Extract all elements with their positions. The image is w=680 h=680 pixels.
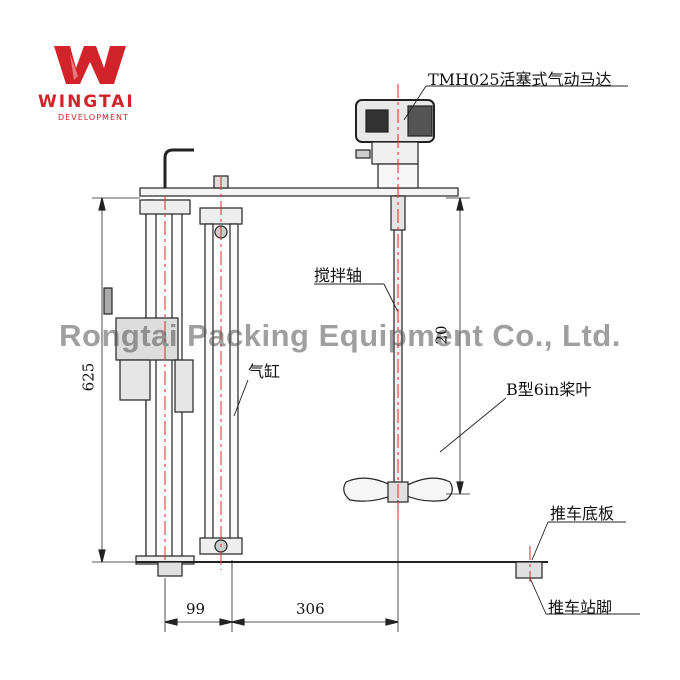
air-motor <box>355 99 435 189</box>
bottom-dimensions <box>164 500 399 632</box>
center-lines <box>164 84 531 582</box>
cylinder-label: 气缸 <box>248 362 281 381</box>
left-width-label: 99 <box>186 600 206 618</box>
shaft-length-dimension <box>446 197 470 495</box>
air-regulator <box>103 287 194 413</box>
wingtai-logo-icon <box>54 46 126 84</box>
brand-subtitle: DEVELOPMENT <box>58 113 129 122</box>
watermark-text: Rongtai Packing Equipment Co., Ltd. <box>59 318 621 353</box>
leader-lines <box>233 85 640 615</box>
height-dimension <box>92 197 140 563</box>
motor-label: TMH025活塞式气动马达 <box>428 70 612 89</box>
left-foot <box>157 561 183 577</box>
right-foot <box>515 561 543 579</box>
impeller-blades <box>343 477 453 503</box>
base-plate-label: 推车底板 <box>550 504 615 523</box>
brand-name: WINGTAI <box>38 92 135 112</box>
left-column <box>135 199 195 565</box>
height-dimension-label: 625 <box>79 362 98 392</box>
shaft-label: 搅拌轴 <box>314 266 363 285</box>
handle-pipe <box>163 148 194 188</box>
right-width-label: 306 <box>296 600 325 618</box>
shaft-length-label: 20 <box>432 325 451 345</box>
impeller-label: B型6in桨叶 <box>506 380 592 399</box>
top-plate <box>139 187 459 197</box>
foot-label: 推车站脚 <box>548 598 613 617</box>
